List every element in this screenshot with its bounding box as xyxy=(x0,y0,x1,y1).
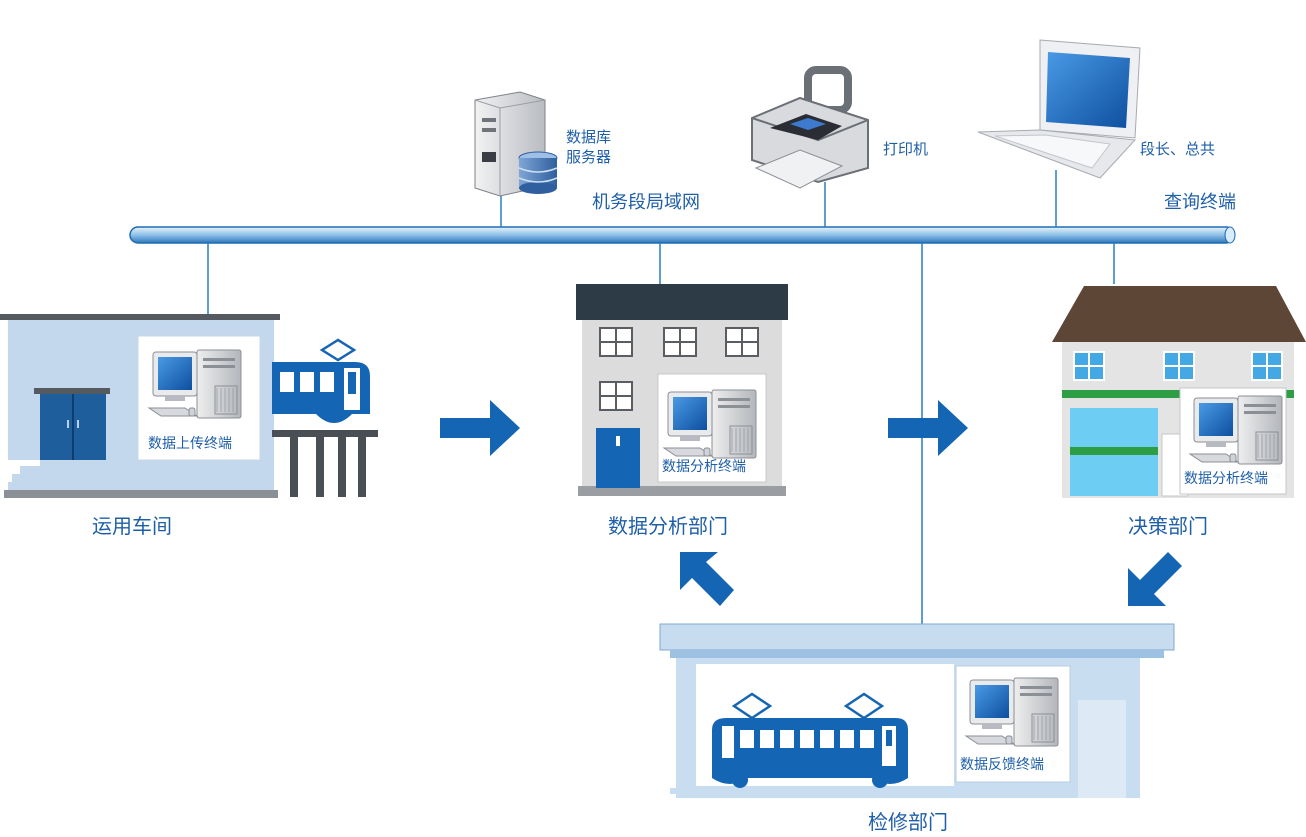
query-terminal-label: 查询终端 xyxy=(1164,192,1236,213)
printer-icon xyxy=(751,66,869,189)
decision-terminal-label: 数据分析终端 xyxy=(1184,471,1268,487)
arrow-right-2 xyxy=(888,400,968,456)
analysis-terminal-label: 数据分析终端 xyxy=(662,459,746,475)
elevated-train-icon xyxy=(272,338,378,497)
laptop-icon xyxy=(977,39,1141,179)
arrow-down-left xyxy=(1128,552,1182,606)
flow-arrows xyxy=(440,400,1182,606)
feedback-terminal-label: 数据反馈终端 xyxy=(960,757,1044,773)
analysis-dept-name: 数据分析部门 xyxy=(608,514,728,538)
db-server-label-line1: 数据库 xyxy=(566,128,612,146)
database-server-icon xyxy=(474,91,558,197)
maintenance-train-icon xyxy=(712,692,908,788)
db-server-label-line2: 服务器 xyxy=(566,148,612,166)
maintenance-dept-name: 检修部门 xyxy=(868,810,948,834)
lan-bus xyxy=(129,226,1236,244)
upload-terminal-label: 数据上传终端 xyxy=(148,436,232,452)
decision-dept-building xyxy=(1052,286,1306,498)
lan-label: 机务段局域网 xyxy=(592,192,700,213)
arrow-right-1 xyxy=(440,400,520,456)
decision-dept-name: 决策部门 xyxy=(1128,514,1208,538)
operation-workshop-name: 运用车间 xyxy=(92,514,172,538)
laptop-label: 段长、总共 xyxy=(1140,140,1216,158)
printer-label: 打印机 xyxy=(883,140,929,158)
arrow-up-left xyxy=(680,552,734,606)
